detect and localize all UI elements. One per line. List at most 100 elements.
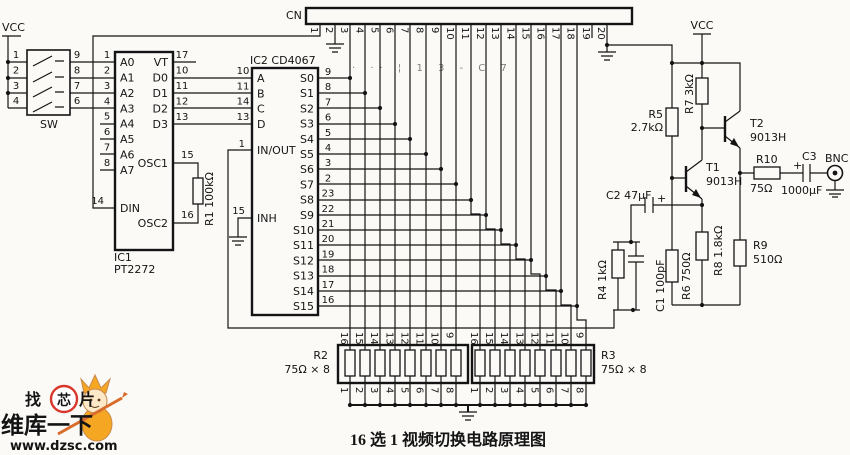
r2-network-box <box>336 343 470 385</box>
ic1-output-label: D3 <box>153 118 168 131</box>
crosspoint-matrix <box>318 24 592 405</box>
cn-pin-number: 12 <box>474 27 485 40</box>
junction-dot <box>522 402 528 408</box>
cn-pin-number: 18 <box>565 27 576 40</box>
r10-resistor-body <box>753 166 781 180</box>
ic1-port-label: A1 <box>120 71 135 84</box>
ic2-channel-pin: 2 <box>325 173 331 184</box>
r8-resistor-body <box>695 231 709 261</box>
ic2-channel-label: S15 <box>293 300 314 313</box>
watermark-brand[interactable]: 维库一下 <box>1 412 93 439</box>
ic1-osc2-label: OSC2 <box>138 217 168 230</box>
r2-bottom-pin: 7 <box>429 387 440 393</box>
sw-left-pin-number: 4 <box>13 96 19 107</box>
ic1-left-pin-number: 3 <box>104 81 110 92</box>
junction-dots <box>5 42 743 408</box>
ic2-channel-pin: 7 <box>325 97 331 108</box>
sw-label: SW <box>40 118 58 131</box>
mascot-illustration <box>57 373 128 442</box>
sw-right-pin-number: 9 <box>74 50 80 61</box>
ic1-left-pin-number: 8 <box>104 158 110 169</box>
r9-ref: R9 <box>753 239 768 252</box>
ic2-channel-label: S8 <box>300 194 314 207</box>
junction-dot <box>553 402 559 408</box>
t1-emitter-arrow <box>692 189 701 198</box>
r10-ref: R10 <box>756 153 778 166</box>
ic2-channel-pin: 4 <box>325 143 331 154</box>
ic2-channel-label: S4 <box>300 133 314 146</box>
r6-label: R6 750Ω <box>680 252 693 300</box>
bnc-connector-icon <box>826 164 844 182</box>
ic2-channel-pin: 19 <box>322 249 335 260</box>
ic1-output-label: D0 <box>153 72 168 85</box>
junction-dot <box>468 197 474 203</box>
ic2-channel-pin: 9 <box>325 67 331 78</box>
transistor-bars <box>684 116 727 192</box>
r3-bottom-pin: 7 <box>559 387 570 393</box>
ic2-address-label: C <box>257 103 265 116</box>
ic1-output-label: VT <box>154 56 169 69</box>
r5-value: 2.7kΩ <box>631 121 663 134</box>
junction-dot <box>699 302 705 308</box>
termination-ground-rail <box>350 404 586 412</box>
ic1-left-pin-number: 4 <box>104 96 110 107</box>
watermark-find-left: 找 <box>25 390 41 409</box>
ic1-left-pin-number: 1 <box>104 50 110 61</box>
ic2-channel-label: S6 <box>300 163 314 176</box>
ic2-channel-label: S12 <box>293 254 314 267</box>
ic1-din-pin: 14 <box>91 196 104 207</box>
watermark-site-url[interactable]: www.dzsc.com <box>10 439 118 454</box>
cn-pin-number: 16 <box>535 27 546 40</box>
junction-dot <box>513 242 519 248</box>
junction-dot <box>392 121 398 127</box>
ic2-box <box>250 66 320 317</box>
cn-pin-number: 1 <box>308 27 319 33</box>
ic2-channel-pin: 3 <box>325 158 331 169</box>
ic1-right-pin-number: 11 <box>176 81 189 92</box>
r10-value: 75Ω <box>750 182 772 195</box>
component-boxes <box>26 6 844 412</box>
ic2-channel-label: S2 <box>300 102 314 115</box>
ic2-channel-pin: 16 <box>322 295 335 306</box>
junction-dot <box>498 227 504 233</box>
junction-dot <box>669 60 675 66</box>
junction-dot <box>568 402 574 408</box>
termination-resistor-body <box>474 349 486 377</box>
junction-dot <box>5 75 11 81</box>
ic1-port-label: A4 <box>120 118 135 131</box>
switch-blades[interactable] <box>32 55 64 113</box>
r2-top-pin: 14 <box>368 332 379 345</box>
r2-value: 75Ω × 8 <box>284 363 330 376</box>
junction-dot <box>453 402 459 408</box>
junction-dot <box>604 42 610 48</box>
ic1-port-label: A0 <box>120 56 135 69</box>
junction-dot <box>5 59 11 65</box>
t2-part: 9013H <box>750 131 786 144</box>
r2-top-pin: 13 <box>383 332 394 345</box>
cn-pin-number: 11 <box>459 27 470 40</box>
ic2-channel-pin: 18 <box>322 265 335 276</box>
ic2-left-pin-number: 14 <box>237 97 250 108</box>
red-stamp-watermark: · ·· ¦ 1 3 ­- C 7 <box>352 63 513 74</box>
r4-label: R4 1kΩ <box>596 260 609 300</box>
junction-dot <box>438 166 444 172</box>
ic2-channel-pin: 17 <box>322 280 335 291</box>
cn-pin-number: 4 <box>353 27 364 33</box>
sw-dip-switch-box[interactable] <box>26 49 71 116</box>
chip-badge-circle <box>49 384 79 414</box>
r6-resistor-body <box>665 249 679 283</box>
r3-value: 75Ω × 8 <box>601 363 647 376</box>
sw-right-pin-number: 7 <box>74 81 80 92</box>
junction-dot <box>630 307 636 313</box>
r3-top-pin: 11 <box>544 332 555 345</box>
r2-bottom-pin: 4 <box>383 387 394 393</box>
junction-dot <box>737 170 743 176</box>
r2-top-pin: 12 <box>398 332 409 345</box>
ic1-right-pin-number: 12 <box>176 97 189 108</box>
cn-pin-number: 8 <box>414 27 425 33</box>
ic1-left-pin-number: 5 <box>104 112 110 123</box>
watermark-find-right: 片 <box>79 390 95 409</box>
r7-label: R7 3kΩ <box>683 74 696 114</box>
cn-pin-number: 7 <box>399 27 410 33</box>
